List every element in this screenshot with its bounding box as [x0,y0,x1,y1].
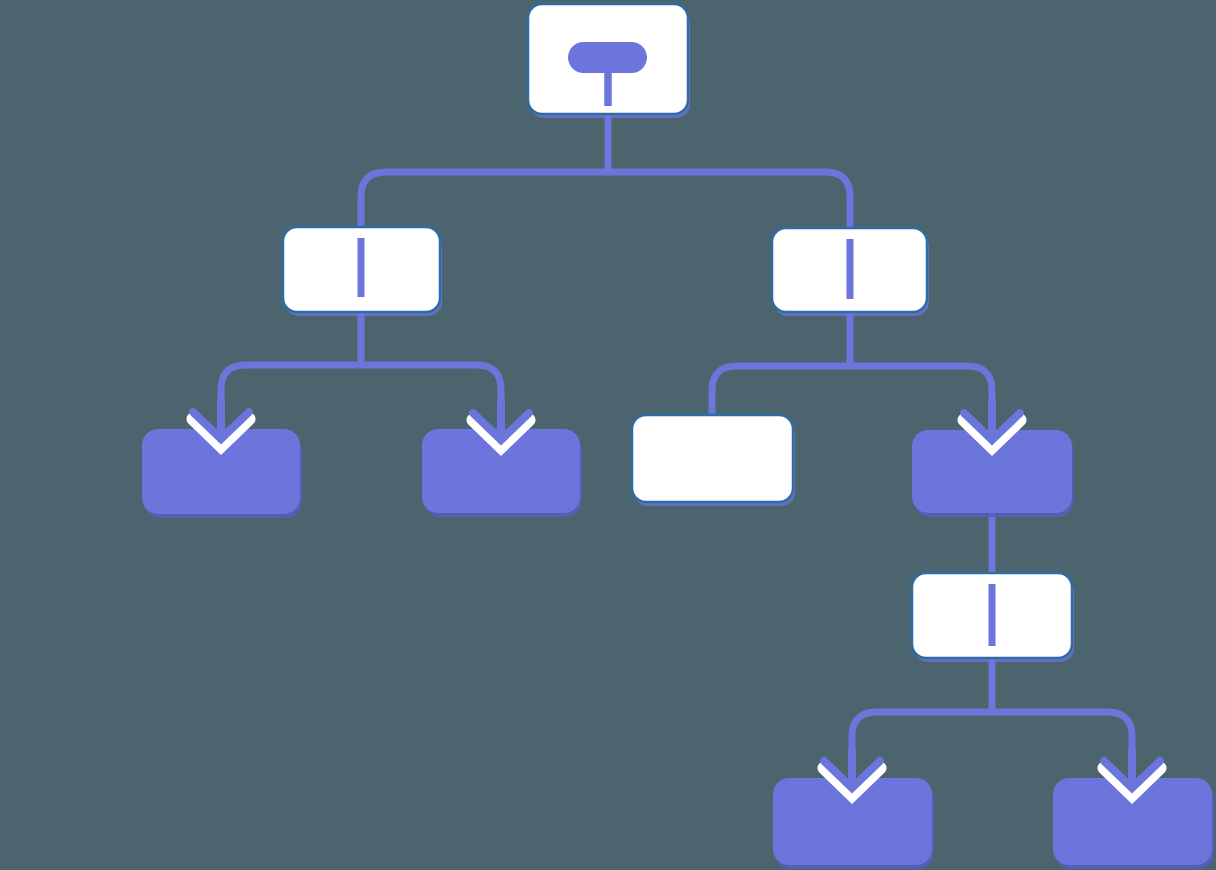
edge-branch-left-to-leaves [217,308,505,440]
double-chevron-down-icon [186,396,256,456]
edge-root-to-branches [357,110,854,232]
double-chevron-down-icon [1097,745,1167,805]
nodes [142,2,1214,869]
node-child-right-purple[interactable] [912,430,1074,517]
node-icons [357,42,996,646]
node-child-right-purple-body[interactable] [912,430,1072,513]
node-child-right-white-body[interactable] [630,413,795,504]
node-leaf-left-2-body[interactable] [422,429,580,513]
double-chevron-down-icon [466,397,536,457]
node-leaf-left-2[interactable] [422,429,582,517]
node-leaf-bottom-1-body[interactable] [773,778,932,865]
edge-branch-right-to-children [708,308,996,440]
double-chevron-down-icon [957,397,1027,457]
double-chevron-down-icon [817,745,887,805]
root-pill-icon [568,42,647,106]
edge-branch-mid-to-leaves [848,654,1136,788]
node-leaf-bottom-2[interactable] [1053,778,1214,869]
node-leaf-bottom-1[interactable] [773,778,934,869]
arrowheads [186,396,1167,805]
node-child-right-white[interactable] [630,413,795,506]
node-leaf-bottom-2-body[interactable] [1053,778,1212,865]
node-leaf-left-1-body[interactable] [142,429,300,514]
connector-lines [217,110,1136,788]
node-leaf-left-1[interactable] [142,429,302,518]
